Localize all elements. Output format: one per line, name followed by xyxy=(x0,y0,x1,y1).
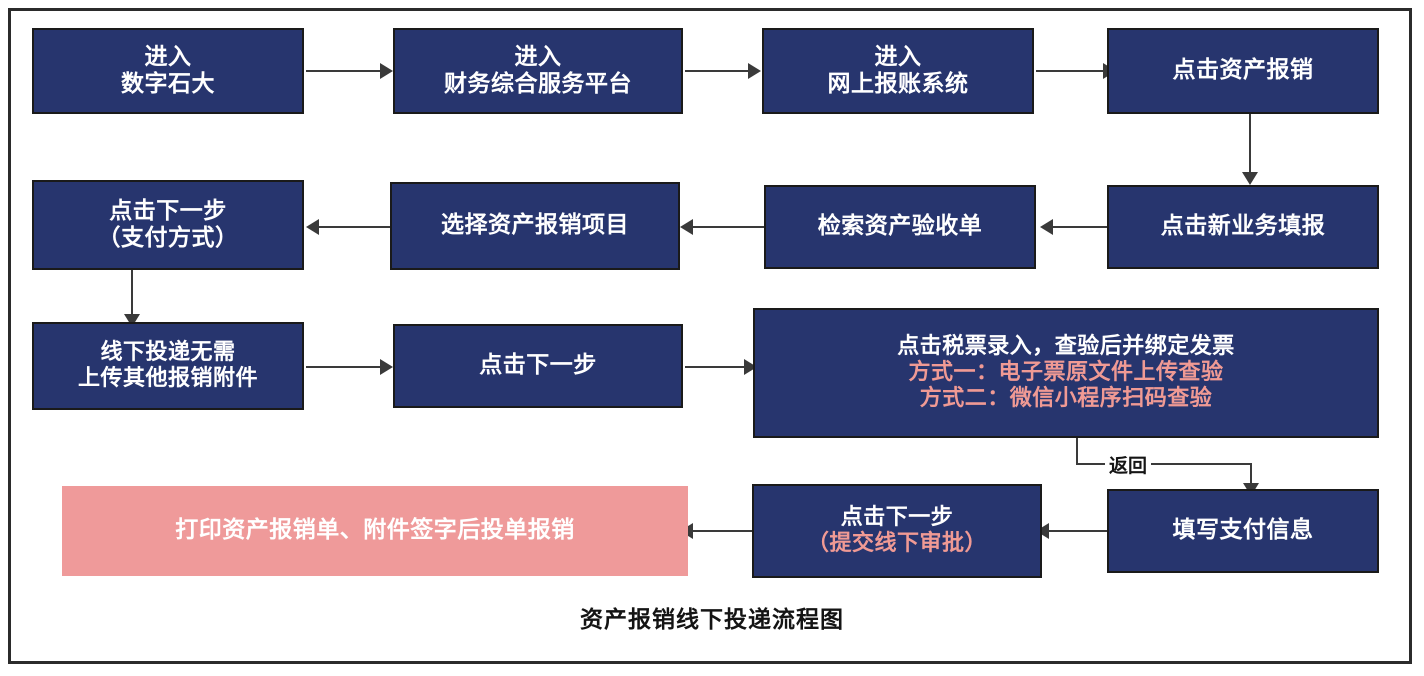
node-line: 点击下一步 xyxy=(109,197,227,224)
connector-n6-n7 xyxy=(690,226,766,228)
connector-n9-n10 xyxy=(306,366,382,368)
node-click-new-business-filing[interactable]: 点击新业务填报 xyxy=(1107,185,1379,269)
diagram-title: 资产报销线下投递流程图 xyxy=(580,607,844,633)
node-line: 线下投递无需 xyxy=(100,340,236,366)
node-line: 点击下一步 xyxy=(840,505,954,531)
node-line: （提交线下审批） xyxy=(806,531,987,556)
connector-n8-n9 xyxy=(131,270,133,320)
connector-n7-n8 xyxy=(316,226,392,228)
connector-n5-n6 xyxy=(1050,226,1109,228)
connector-n10-n11 xyxy=(685,366,747,368)
connector-n11-return-into-n12 xyxy=(1250,463,1252,488)
node-line: 点击税票录入，查验后并绑定发票 xyxy=(897,334,1235,360)
node-line: 点击下一步 xyxy=(479,352,597,379)
node-select-reimbursement-project[interactable]: 选择资产报销项目 xyxy=(390,182,680,270)
node-enter-online-reimbursement[interactable]: 进入 网上报账系统 xyxy=(762,28,1034,114)
connector-n11-return-across xyxy=(1076,463,1252,465)
connector-n3-n4 xyxy=(1036,70,1106,72)
node-line: 网上报账系统 xyxy=(827,71,969,97)
node-line: 填写支付信息 xyxy=(1172,517,1314,544)
node-tax-invoice-entry[interactable]: 点击税票录入，查验后并绑定发票 方式一：电子票原文件上传查验 方式二：微信小程序… xyxy=(753,308,1379,438)
node-line: 进入 xyxy=(514,43,562,70)
connector-n1-n2 xyxy=(306,70,382,72)
arrowhead-n1-n2 xyxy=(380,63,393,79)
node-line: 打印资产报销单、附件签字后投单报销 xyxy=(175,517,575,544)
arrowhead-n2-n3 xyxy=(748,63,761,79)
node-line: 方式二：微信小程序扫码查验 xyxy=(919,385,1213,411)
node-click-asset-reimbursement[interactable]: 点击资产报销 xyxy=(1107,28,1379,114)
edge-label-return: 返回 xyxy=(1105,451,1152,478)
connector-n12-n13 xyxy=(1046,530,1109,532)
node-click-next-payment-method[interactable]: 点击下一步 （支付方式） xyxy=(32,180,304,270)
node-enter-digital-upc[interactable]: 进入 数字石大 xyxy=(32,28,304,114)
node-line: 检索资产验收单 xyxy=(817,213,983,240)
node-print-and-submit-reimbursement[interactable]: 打印资产报销单、附件签字后投单报销 xyxy=(62,486,688,576)
node-fill-payment-info[interactable]: 填写支付信息 xyxy=(1107,489,1379,573)
connector-n11-return-down xyxy=(1076,438,1078,465)
node-line: 数字石大 xyxy=(121,71,215,97)
node-line: 方式一：电子票原文件上传查验 xyxy=(908,360,1224,386)
connector-n2-n3 xyxy=(685,70,751,72)
node-search-asset-acceptance-form[interactable]: 检索资产验收单 xyxy=(764,185,1036,269)
node-line: 进入 xyxy=(874,43,922,70)
node-line: 财务综合服务平台 xyxy=(444,71,632,97)
node-enter-finance-platform[interactable]: 进入 财务综合服务平台 xyxy=(393,28,683,114)
node-line: （支付方式） xyxy=(97,225,239,251)
node-click-next-submit-offline-approval[interactable]: 点击下一步 （提交线下审批） xyxy=(752,484,1042,578)
node-offline-delivery-no-attachment[interactable]: 线下投递无需 上传其他报销附件 xyxy=(32,322,304,410)
arrowhead-n4-n5 xyxy=(1242,172,1258,185)
connector-n13-n14 xyxy=(690,530,754,532)
node-line: 选择资产报销项目 xyxy=(441,212,629,239)
node-line: 上传其他报销附件 xyxy=(77,366,258,391)
arrowhead-n9-n10 xyxy=(380,359,393,375)
connector-n4-n5 xyxy=(1249,114,1251,176)
arrowhead-n6-n7 xyxy=(680,219,693,235)
node-line: 点击资产报销 xyxy=(1172,57,1314,84)
arrowhead-n5-n6 xyxy=(1040,219,1053,235)
node-line: 进入 xyxy=(144,43,192,70)
arrowhead-n7-n8 xyxy=(306,219,319,235)
node-line: 点击新业务填报 xyxy=(1160,213,1326,240)
node-click-next-step[interactable]: 点击下一步 xyxy=(393,324,683,408)
